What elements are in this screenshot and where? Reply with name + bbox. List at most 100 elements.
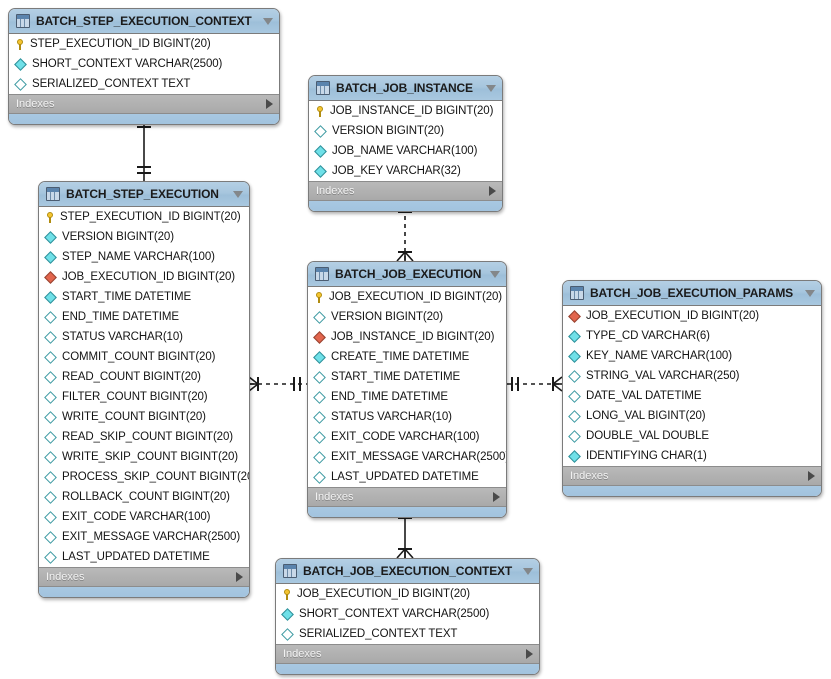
column-row[interactable]: VERSION BIGINT(20) (39, 227, 249, 247)
chevron-down-icon[interactable] (490, 270, 500, 278)
table-header[interactable]: BATCH_JOB_EXECUTION (308, 262, 506, 287)
column-row[interactable]: STEP_EXECUTION_ID BIGINT(20) (9, 34, 279, 54)
column-row[interactable]: SHORT_CONTEXT VARCHAR(2500) (276, 604, 539, 624)
column-row[interactable]: SHORT_CONTEXT VARCHAR(2500) (9, 54, 279, 74)
column-row[interactable]: STEP_EXECUTION_ID BIGINT(20) (39, 207, 249, 227)
chevron-down-icon[interactable] (263, 17, 273, 25)
nullable-diamond-icon (568, 369, 581, 383)
chevron-right-icon[interactable] (236, 572, 243, 582)
column-row[interactable]: STRING_VAL VARCHAR(250) (563, 366, 821, 386)
chevron-right-icon[interactable] (493, 492, 500, 502)
column-row[interactable]: FILTER_COUNT BIGINT(20) (39, 387, 249, 407)
nullable-diamond-icon (313, 430, 326, 444)
primary-key-icon (45, 211, 56, 223)
column-row[interactable]: JOB_EXECUTION_ID BIGINT(20) (308, 287, 506, 307)
chevron-right-icon[interactable] (266, 99, 273, 109)
indexes-section[interactable]: Indexes (39, 567, 249, 586)
column-row[interactable]: SERIALIZED_CONTEXT TEXT (9, 74, 279, 94)
column-row[interactable]: LAST_UPDATED DATETIME (308, 467, 506, 487)
column-row[interactable]: COMMIT_COUNT BIGINT(20) (39, 347, 249, 367)
table-name: BATCH_JOB_EXECUTION_PARAMS (590, 286, 794, 300)
link-job-execution-params (507, 376, 563, 392)
chevron-down-icon[interactable] (486, 84, 496, 92)
indexes-section[interactable]: Indexes (308, 487, 506, 506)
column-row[interactable]: SERIALIZED_CONTEXT TEXT (276, 624, 539, 644)
table-batch-job-instance[interactable]: BATCH_JOB_INSTANCE JOB_INSTANCE_ID BIGINT… (308, 75, 503, 212)
column-row[interactable]: JOB_EXECUTION_ID BIGINT(20) (276, 584, 539, 604)
column-row[interactable]: EXIT_MESSAGE VARCHAR(2500) (308, 447, 506, 467)
table-batch-job-execution-params[interactable]: BATCH_JOB_EXECUTION_PARAMS JOB_EXECUTION_… (562, 280, 822, 497)
column-row[interactable]: EXIT_MESSAGE VARCHAR(2500) (39, 527, 249, 547)
indexes-section[interactable]: Indexes (9, 94, 279, 113)
nullable-diamond-icon (568, 429, 581, 443)
column-row[interactable]: JOB_INSTANCE_ID BIGINT(20) (308, 327, 506, 347)
table-header[interactable]: BATCH_JOB_INSTANCE (309, 76, 502, 101)
column-row[interactable]: EXIT_CODE VARCHAR(100) (308, 427, 506, 447)
column-row[interactable]: READ_SKIP_COUNT BIGINT(20) (39, 427, 249, 447)
column-row[interactable]: LAST_UPDATED DATETIME (39, 547, 249, 567)
column-row[interactable]: EXIT_CODE VARCHAR(100) (39, 507, 249, 527)
column-label: END_TIME DATETIME (62, 310, 179, 323)
column-row[interactable]: READ_COUNT BIGINT(20) (39, 367, 249, 387)
not-null-diamond-icon (314, 164, 327, 178)
chevron-right-icon[interactable] (489, 186, 496, 196)
column-row[interactable]: CREATE_TIME DATETIME (308, 347, 506, 367)
column-row[interactable]: JOB_EXECUTION_ID BIGINT(20) (563, 306, 821, 326)
indexes-label: Indexes (315, 491, 354, 503)
column-row[interactable]: STEP_NAME VARCHAR(100) (39, 247, 249, 267)
not-null-diamond-icon (14, 57, 27, 71)
column-row[interactable]: ROLLBACK_COUNT BIGINT(20) (39, 487, 249, 507)
column-row[interactable]: DOUBLE_VAL DOUBLE (563, 426, 821, 446)
column-row[interactable]: DATE_VAL DATETIME (563, 386, 821, 406)
column-label: READ_SKIP_COUNT BIGINT(20) (62, 430, 234, 443)
column-label: JOB_KEY VARCHAR(32) (332, 164, 461, 177)
column-label: JOB_EXECUTION_ID BIGINT(20) (329, 290, 503, 303)
column-row[interactable]: START_TIME DATETIME (308, 367, 506, 387)
column-label: START_TIME DATETIME (62, 290, 192, 303)
indexes-section[interactable]: Indexes (563, 466, 821, 485)
not-null-diamond-icon (568, 349, 581, 363)
column-row[interactable]: JOB_INSTANCE_ID BIGINT(20) (309, 101, 502, 121)
column-row[interactable]: TYPE_CD VARCHAR(6) (563, 326, 821, 346)
column-row[interactable]: STATUS VARCHAR(10) (39, 327, 249, 347)
chevron-down-icon[interactable] (805, 289, 815, 297)
table-grid-icon (46, 187, 60, 201)
column-label: JOB_INSTANCE_ID BIGINT(20) (330, 104, 494, 117)
column-row[interactable]: LONG_VAL BIGINT(20) (563, 406, 821, 426)
column-row[interactable]: WRITE_COUNT BIGINT(20) (39, 407, 249, 427)
column-row[interactable]: JOB_KEY VARCHAR(32) (309, 161, 502, 181)
table-header[interactable]: BATCH_STEP_EXECUTION_CONTEXT (9, 9, 279, 34)
column-row[interactable]: END_TIME DATETIME (39, 307, 249, 327)
chevron-down-icon[interactable] (523, 567, 533, 575)
column-row[interactable]: VERSION BIGINT(20) (309, 121, 502, 141)
table-header[interactable]: BATCH_STEP_EXECUTION (39, 182, 249, 207)
chevron-right-icon[interactable] (526, 649, 533, 659)
column-row[interactable]: START_TIME DATETIME (39, 287, 249, 307)
table-batch-job-execution[interactable]: BATCH_JOB_EXECUTION JOB_EXECUTION_ID BIGI… (307, 261, 507, 518)
indexes-section[interactable]: Indexes (309, 181, 502, 200)
chevron-down-icon[interactable] (233, 190, 243, 198)
column-row[interactable]: KEY_NAME VARCHAR(100) (563, 346, 821, 366)
column-row[interactable]: WRITE_SKIP_COUNT BIGINT(20) (39, 447, 249, 467)
column-row[interactable]: JOB_NAME VARCHAR(100) (309, 141, 502, 161)
column-row[interactable]: STATUS VARCHAR(10) (308, 407, 506, 427)
nullable-diamond-icon (44, 510, 57, 524)
indexes-section[interactable]: Indexes (276, 644, 539, 663)
column-row[interactable]: VERSION BIGINT(20) (308, 307, 506, 327)
column-label: TYPE_CD VARCHAR(6) (586, 329, 710, 342)
column-row[interactable]: END_TIME DATETIME (308, 387, 506, 407)
chevron-right-icon[interactable] (808, 471, 815, 481)
nullable-diamond-icon (14, 77, 27, 91)
table-header[interactable]: BATCH_JOB_EXECUTION_PARAMS (563, 281, 821, 306)
column-row[interactable]: JOB_EXECUTION_ID BIGINT(20) (39, 267, 249, 287)
table-header[interactable]: BATCH_JOB_EXECUTION_CONTEXT (276, 559, 539, 584)
column-row[interactable]: PROCESS_SKIP_COUNT BIGINT(20) (39, 467, 249, 487)
nullable-diamond-icon (44, 350, 57, 364)
table-footer (276, 663, 539, 674)
column-label: JOB_EXECUTION_ID BIGINT(20) (586, 309, 760, 322)
column-list: JOB_EXECUTION_ID BIGINT(20)SHORT_CONTEXT… (276, 584, 539, 644)
column-row[interactable]: IDENTIFYING CHAR(1) (563, 446, 821, 466)
